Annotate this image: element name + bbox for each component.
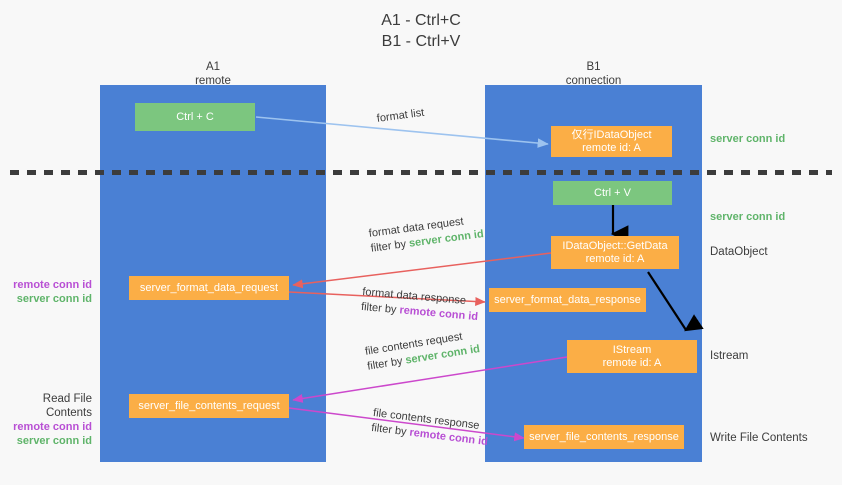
annotation-write-file-contents: Write File Contents <box>710 432 808 444</box>
annotation-istream: Istream <box>710 350 749 362</box>
node-server-format-data-request[interactable]: server_format_data_request <box>129 276 289 300</box>
node-server-file-contents-response-label: server_file_contents_response <box>529 430 679 443</box>
node-istream-line2: remote id: A <box>602 356 662 369</box>
annotation-dataobject: DataObject <box>710 246 768 258</box>
node-server-file-contents-request-label: server_file_contents_request <box>138 399 280 412</box>
annotation-remote-conn-id-2: remote conn id <box>13 421 92 433</box>
node-server-file-contents-response[interactable]: server_file_contents_response <box>524 425 684 449</box>
arrow-format-data-request <box>292 252 552 289</box>
node-server-format-data-response[interactable]: server_format_data_response <box>489 288 646 312</box>
annotation-server-conn-id-1: server conn id <box>16 293 92 305</box>
lane-a1-name: A1 <box>205 61 221 73</box>
annotation-read-file-contents-group: Read File Contents remote conn id server… <box>0 392 92 448</box>
node-idataobject[interactable]: 仅行IDataObject remote id: A <box>551 126 672 157</box>
node-istream-line1: IStream <box>612 343 652 356</box>
arrow-format-data-response <box>288 291 486 306</box>
node-server-format-data-response-label: server_format_data_response <box>494 293 641 306</box>
lane-b1-name: B1 <box>586 61 601 73</box>
node-server-format-data-request-label: server_format_data_request <box>139 281 279 294</box>
lane-a1-sub: remote <box>195 75 231 87</box>
node-ctrl-v[interactable]: Ctrl + V <box>553 181 672 205</box>
node-idataobject-getdata[interactable]: IDataObject::GetData remote id: A <box>551 236 679 269</box>
diagram-title: A1 - Ctrl+C B1 - Ctrl+V <box>0 10 842 52</box>
arrow-file-contents-request <box>292 356 568 403</box>
phase-divider <box>10 170 832 175</box>
node-ctrl-c[interactable]: Ctrl + C <box>135 103 255 131</box>
annotation-server-conn-id-top: server conn id <box>710 133 786 145</box>
annotation-server-conn-id-mid: server conn id <box>710 211 786 223</box>
annotation-server-conn-id-2: server conn id <box>16 435 92 447</box>
annotation-remote-conn-id-1: remote conn id <box>13 279 92 291</box>
arrow-format-list <box>255 116 549 148</box>
node-idataobject-line1: 仅行IDataObject <box>571 128 652 141</box>
node-getdata-line1: IDataObject::GetData <box>562 239 668 252</box>
arrow-file-contents-response <box>288 407 525 442</box>
lane-b1-sub: connection <box>565 75 622 87</box>
node-idataobject-line2: remote id: A <box>582 141 641 154</box>
node-getdata-line2: remote id: A <box>585 252 645 265</box>
node-istream[interactable]: IStream remote id: A <box>567 340 697 373</box>
arrow-getdata-to-istream <box>647 271 704 332</box>
annotation-conn-ids-format: remote conn id server conn id <box>0 278 92 306</box>
node-ctrl-c-label: Ctrl + C <box>176 110 214 123</box>
node-server-file-contents-request[interactable]: server_file_contents_request <box>129 394 289 418</box>
node-ctrl-v-label: Ctrl + V <box>594 186 631 199</box>
annotation-read-file-contents: Read File Contents <box>42 393 92 419</box>
title-line-1: A1 - Ctrl+C <box>381 12 461 29</box>
lane-header-a1: A1 remote <box>100 60 326 88</box>
title-line-2: B1 - Ctrl+V <box>381 33 461 50</box>
lane-header-b1: B1 connection <box>485 60 702 88</box>
